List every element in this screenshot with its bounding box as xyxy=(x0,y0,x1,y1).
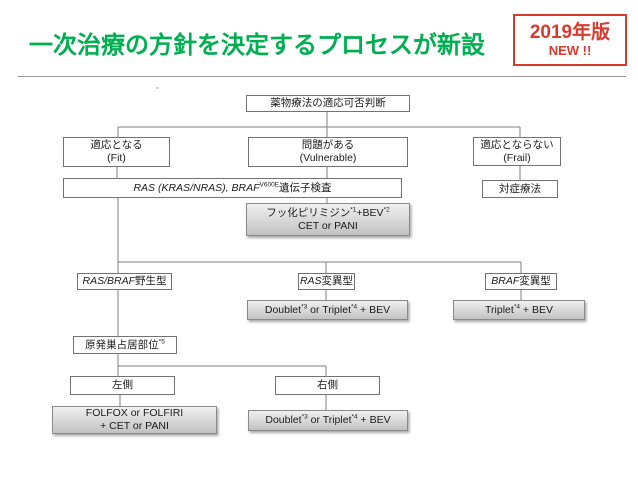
flow-node-frail: 適応とならない(Frail) xyxy=(473,137,561,166)
flow-node-text-line: 原発巣占居部位*5 xyxy=(85,338,165,351)
flow-node-text-line: BRAF変異型 xyxy=(491,275,551,287)
flow-node-text-line: (Frail) xyxy=(503,151,531,164)
flow-node-text-line: 右側 xyxy=(317,379,338,391)
flow-node-braf-mutant: BRAF変異型 xyxy=(485,273,557,290)
flow-node-assess: 薬物療法の適応可否判断 xyxy=(246,95,410,112)
flow-node-text-line: + CET or PANI xyxy=(100,420,169,432)
flow-node-symptomatic: 対症療法 xyxy=(482,180,558,198)
flow-node-text-line: 適応とならない xyxy=(480,138,554,151)
flow-node-text-line: RAS変異型 xyxy=(299,275,354,287)
flow-node-text-line: Doublet*3 or Triplet*4 + BEV xyxy=(265,413,391,426)
flow-node-folfox: FOLFOX or FOLFIRI+ CET or PANI xyxy=(52,406,217,434)
flow-node-gene-test: RAS (KRAS/NRAS), BRAFV600E遺伝子検査 xyxy=(63,178,402,198)
flow-node-primary-site: 原発巣占居部位*5 xyxy=(73,336,177,354)
flow-node-text-line: 対症療法 xyxy=(499,182,541,195)
flow-node-text-line: (Vulnerable) xyxy=(299,152,357,164)
flow-node-text-line: 薬物療法の適応可否判断 xyxy=(270,97,386,109)
flow-node-vulnerable: 問題がある(Vulnerable) xyxy=(248,137,408,167)
flow-node-text-line: CET or PANI xyxy=(298,219,358,232)
flow-node-text-line: RAS (KRAS/NRAS), BRAFV600E遺伝子検査 xyxy=(133,181,332,194)
flow-node-text-line: Doublet*3 or Triplet*4 + BEV xyxy=(264,303,391,316)
flow-node-right-side: 右側 xyxy=(275,376,380,395)
flow-node-text-line: Triplet*4 + BEV xyxy=(485,303,553,316)
flow-node-left-side: 左側 xyxy=(70,376,175,395)
flow-node-text-line: RAS/BRAF野生型 xyxy=(82,275,167,287)
badge-new-label: NEW !! xyxy=(548,43,592,58)
slide-title: 一次治療の方針を決定するプロセスが新設 xyxy=(29,32,485,59)
flow-node-text-line: フッ化ピリミジン*1+BEV*2 xyxy=(266,206,390,219)
stray-mark xyxy=(156,87,159,89)
flow-node-text-line: 適応となる xyxy=(90,139,143,151)
title-divider xyxy=(18,76,626,77)
badge-year-label: 2019年版 xyxy=(529,22,611,43)
flow-node-triplet-braf: Triplet*4 + BEV xyxy=(453,300,585,320)
flow-node-ras-mutant: RAS変異型 xyxy=(298,273,355,290)
flow-node-text-line: 左側 xyxy=(112,379,133,391)
flow-node-text-line: 問題がある xyxy=(301,139,355,151)
flow-node-fit: 適応となる(Fit) xyxy=(63,137,170,167)
new-version-badge: 2019年版 NEW !! xyxy=(513,14,627,66)
flow-node-text-line: FOLFOX or FOLFIRI xyxy=(85,407,184,419)
flow-node-doublet-right: Doublet*3 or Triplet*4 + BEV xyxy=(248,410,408,431)
flow-node-doublet-ras: Doublet*3 or Triplet*4 + BEV xyxy=(247,300,408,320)
flow-node-wild: RAS/BRAF野生型 xyxy=(77,273,172,290)
flow-node-text-line: (Fit) xyxy=(107,152,126,164)
